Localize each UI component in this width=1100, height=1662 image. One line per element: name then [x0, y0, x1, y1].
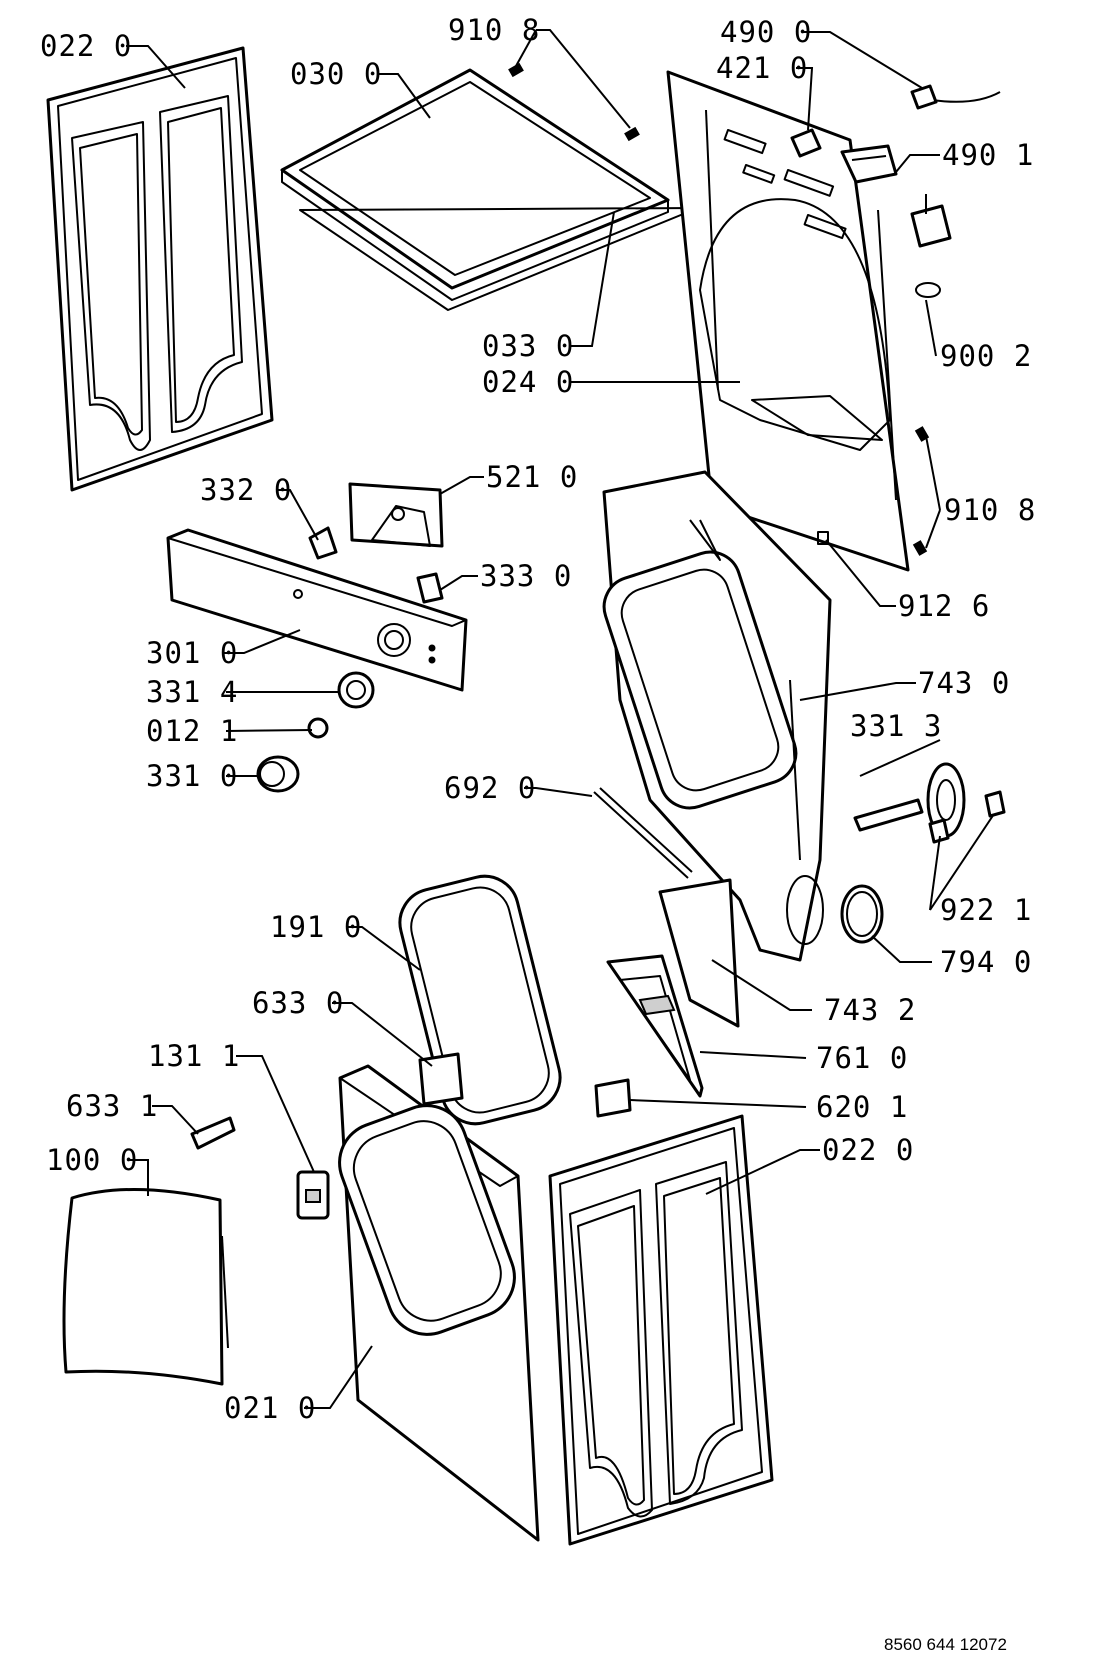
top-cover-drawing — [280, 68, 699, 311]
control-panel-drawing — [166, 528, 468, 692]
door-hinge-drawing — [418, 1052, 464, 1106]
callout-back-panel: 024 0 — [482, 365, 574, 399]
callout-door-lock: 131 1 — [148, 1039, 240, 1073]
callout-screw-top: 910 8 — [448, 13, 540, 47]
screw-top-drawing — [508, 62, 640, 142]
knob-dial-drawing — [337, 671, 375, 709]
callout-pcb-electronics: 521 0 — [486, 460, 578, 494]
callout-screw-back: 910 8 — [944, 493, 1036, 527]
terminal-block-drawing — [840, 144, 952, 248]
callout-top-cover: 030 0 — [290, 57, 382, 91]
callout-knob: 331 0 — [146, 759, 238, 793]
cable-clip-drawing — [915, 282, 941, 298]
side-panel-right-drawing — [548, 1114, 774, 1546]
screw-front-frame-drawing — [817, 531, 829, 545]
strap-drawing — [593, 787, 693, 879]
callout-terminal-block: 490 1 — [942, 138, 1034, 172]
door-lock-drawing — [296, 1170, 330, 1220]
callout-switch: 620 1 — [816, 1090, 908, 1124]
callout-side-panel-right: 022 0 — [822, 1133, 914, 1167]
callout-door-gasket: 191 0 — [270, 910, 362, 944]
pcb-electronics-drawing — [348, 482, 444, 548]
callout-insulation: 743 2 — [824, 993, 916, 1027]
drum-seal-drawing — [840, 884, 884, 944]
panel-clip-drawing — [416, 572, 444, 604]
callout-knob-spring: 012 1 — [146, 714, 238, 748]
callout-door: 100 0 — [46, 1143, 138, 1177]
callout-bearing-clip: 922 1 — [940, 893, 1032, 927]
front-panel-drawing — [338, 1064, 540, 1542]
callout-screw-front-frame: 912 6 — [898, 589, 990, 623]
callout-drum-seal: 794 0 — [940, 945, 1032, 979]
callout-mains-cable: 490 0 — [720, 15, 812, 49]
screw-back-drawing — [912, 426, 930, 556]
mains-cable-drawing — [910, 84, 1001, 110]
callout-hinge-pin: 633 1 — [66, 1089, 158, 1123]
knob-drawing — [256, 755, 300, 793]
door-drawing — [62, 1187, 229, 1386]
callout-cable-clip: 900 2 — [940, 339, 1032, 373]
bearing-clip-drawing — [928, 790, 1006, 844]
callout-shaft-set: 331 3 — [850, 709, 942, 743]
callout-side-panel-left: 022 0 — [40, 29, 132, 63]
document-code: 8560 644 12072 — [884, 1635, 1007, 1654]
lint-filter-drawing — [606, 954, 704, 1098]
callout-filter-box: 421 0 — [716, 51, 808, 85]
callout-strap: 692 0 — [444, 771, 536, 805]
side-panel-left-drawing — [46, 46, 274, 492]
front-frame-drawing — [602, 470, 832, 962]
callout-control-panel: 301 0 — [146, 636, 238, 670]
callout-door-hinge: 633 0 — [252, 986, 344, 1020]
filter-box-drawing — [790, 128, 822, 158]
leader-lines — [126, 29, 995, 1409]
switch-drawing — [594, 1078, 632, 1118]
insulation-drawing — [658, 878, 740, 1028]
callout-knob-dial: 331 4 — [146, 675, 238, 709]
callout-labels: 022 0 030 0 910 8 490 0 421 0 490 1 033 … — [40, 13, 1036, 1425]
callout-front-panel: 021 0 — [224, 1391, 316, 1425]
door-gasket-drawing — [398, 874, 562, 1126]
callout-panel-clip: 333 0 — [480, 559, 572, 593]
callout-top-cover-seal: 033 0 — [482, 329, 574, 363]
back-panel-drawing — [666, 70, 910, 572]
knob-spring-drawing — [307, 717, 329, 739]
callout-panel-bracket: 332 0 — [200, 473, 292, 507]
callout-front-frame: 743 0 — [918, 666, 1010, 700]
shaft-set-drawing — [853, 762, 966, 838]
callout-lint-filter: 761 0 — [816, 1041, 908, 1075]
hinge-pin-drawing — [190, 1116, 236, 1150]
